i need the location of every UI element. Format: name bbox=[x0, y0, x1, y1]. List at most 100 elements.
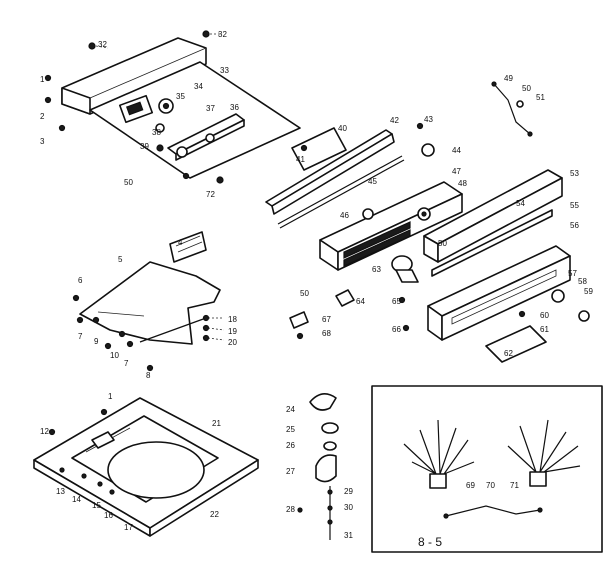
label-14: 14 bbox=[72, 495, 81, 504]
wire-harness-inset bbox=[371, 385, 603, 553]
label-34: 34 bbox=[194, 82, 203, 91]
label-63: 63 bbox=[372, 265, 381, 274]
screw-icon bbox=[58, 124, 66, 132]
label-68: 68 bbox=[322, 329, 331, 338]
top-cover-panel bbox=[79, 261, 221, 345]
label-47: 47 bbox=[452, 167, 461, 176]
label-38: 38 bbox=[152, 128, 161, 137]
top-cover-assembly bbox=[72, 231, 225, 372]
housing-end-cap bbox=[61, 87, 91, 115]
label-59: 59 bbox=[584, 287, 593, 296]
label-67: 67 bbox=[322, 315, 331, 324]
label-50b: 50 bbox=[522, 84, 531, 93]
label-22: 22 bbox=[210, 510, 219, 519]
label-50a: 50 bbox=[124, 178, 133, 187]
label-3: 3 bbox=[40, 137, 45, 146]
knob-icon bbox=[551, 289, 565, 303]
label-42: 42 bbox=[390, 116, 399, 125]
label-58: 58 bbox=[578, 277, 587, 286]
label-10: 10 bbox=[110, 351, 119, 360]
trim-bracket bbox=[291, 127, 347, 171]
hinge-pin bbox=[139, 317, 207, 343]
label-44: 44 bbox=[452, 146, 461, 155]
label-6: 6 bbox=[78, 276, 83, 285]
screw-icon bbox=[88, 42, 96, 50]
label-50c: 50 bbox=[438, 239, 447, 248]
housing-back-panel bbox=[89, 61, 301, 179]
rail bbox=[431, 209, 553, 277]
label-50d: 50 bbox=[300, 289, 309, 298]
knob-icon bbox=[578, 310, 590, 322]
label-56: 56 bbox=[570, 221, 579, 230]
label-51: 51 bbox=[536, 93, 545, 102]
label-33: 33 bbox=[220, 66, 229, 75]
inset-frame bbox=[371, 385, 603, 553]
part-labels: 32 32 1 2 3 33 34 35 36 37 38 39 50 72 4… bbox=[40, 30, 593, 549]
label-25: 25 bbox=[286, 425, 295, 434]
label-4: 4 bbox=[178, 238, 183, 247]
mounting-plate bbox=[485, 325, 547, 363]
harness-wires-left bbox=[403, 419, 475, 475]
label-45: 45 bbox=[368, 177, 377, 186]
label-71: 71 bbox=[510, 481, 519, 490]
label-5: 5 bbox=[118, 255, 123, 264]
harness-cable bbox=[445, 505, 541, 517]
label-1: 1 bbox=[40, 75, 45, 84]
label-46: 46 bbox=[340, 211, 349, 220]
label-57: 57 bbox=[568, 269, 577, 278]
label-36: 36 bbox=[230, 103, 239, 112]
label-9: 9 bbox=[94, 337, 99, 346]
switch-ring bbox=[321, 422, 339, 434]
label-2: 2 bbox=[40, 112, 45, 121]
label-20: 20 bbox=[228, 338, 237, 347]
label-70: 70 bbox=[486, 481, 495, 490]
label-19: 19 bbox=[228, 327, 237, 336]
label-41: 41 bbox=[296, 155, 305, 164]
label-61: 61 bbox=[540, 325, 549, 334]
label-66: 66 bbox=[392, 325, 401, 334]
label-64: 64 bbox=[356, 297, 365, 306]
label-35: 35 bbox=[176, 92, 185, 101]
label-32b: 32 bbox=[218, 30, 227, 39]
inset-caption: 8 - 5 bbox=[418, 535, 442, 549]
label-15: 15 bbox=[92, 501, 101, 510]
label-12: 12 bbox=[40, 427, 49, 436]
label-8: 8 bbox=[146, 371, 151, 380]
switch-cover bbox=[309, 393, 337, 411]
harness-wires-right bbox=[507, 419, 581, 473]
label-72: 72 bbox=[206, 190, 215, 199]
label-37: 37 bbox=[206, 104, 215, 113]
label-43: 43 bbox=[424, 115, 433, 124]
rod bbox=[277, 155, 403, 225]
label-7a: 7 bbox=[78, 332, 83, 341]
label-65: 65 bbox=[392, 297, 401, 306]
label-21: 21 bbox=[212, 419, 221, 428]
screw-icon bbox=[44, 74, 52, 82]
label-69: 69 bbox=[466, 481, 475, 490]
backsplash-assembly bbox=[423, 81, 590, 363]
label-40: 40 bbox=[338, 124, 347, 133]
wire-lead bbox=[493, 83, 531, 135]
label-39: 39 bbox=[140, 142, 149, 151]
label-31: 31 bbox=[344, 531, 353, 540]
clip-part bbox=[335, 289, 355, 307]
screw-icon bbox=[44, 96, 52, 104]
pulley-icon bbox=[421, 143, 435, 157]
washer bbox=[323, 441, 337, 451]
label-48: 48 bbox=[458, 179, 467, 188]
label-55: 55 bbox=[570, 201, 579, 210]
label-28: 28 bbox=[286, 505, 295, 514]
label-29: 29 bbox=[344, 487, 353, 496]
label-60: 60 bbox=[540, 311, 549, 320]
harness-connector bbox=[429, 473, 447, 489]
control-panel-assembly bbox=[289, 181, 463, 340]
label-24: 24 bbox=[286, 405, 295, 414]
label-32a: 32 bbox=[98, 40, 107, 49]
label-1b: 1 bbox=[108, 392, 113, 401]
tub-opening bbox=[107, 441, 205, 499]
label-30: 30 bbox=[344, 503, 353, 512]
label-13: 13 bbox=[56, 487, 65, 496]
label-53: 53 bbox=[570, 169, 579, 178]
